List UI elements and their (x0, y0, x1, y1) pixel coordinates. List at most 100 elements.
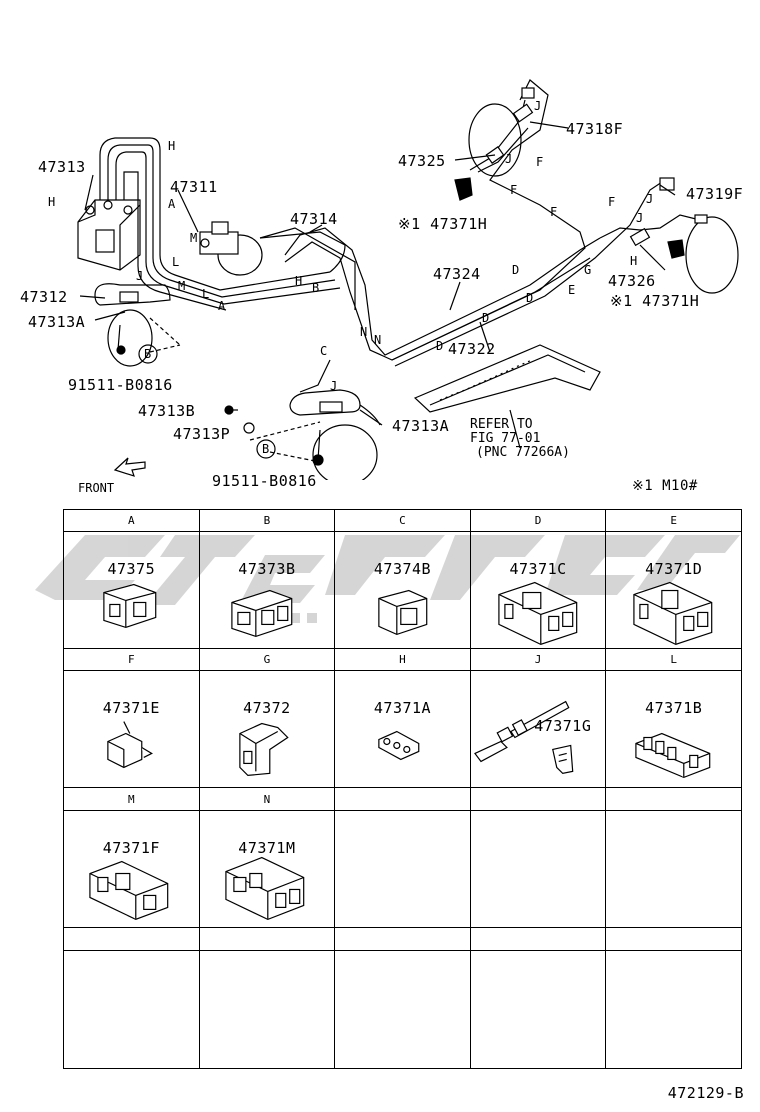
clip-b-icon (230, 590, 292, 638)
clip-letter-cell (469, 926, 607, 951)
part-cell: 47371E (63, 670, 200, 789)
part-cell: 47371C (469, 531, 607, 650)
clip-letter-cell: N (198, 787, 336, 811)
clip-letter-cell: H (334, 648, 471, 672)
empty-cell (198, 949, 336, 1070)
part-label: 47318F (566, 120, 624, 138)
tube-47314 (284, 227, 601, 356)
clip-letter: A (168, 197, 176, 211)
front-arrow-icon (113, 457, 146, 477)
part-number: 47371M (238, 838, 296, 857)
part-label: 91511-B0816 (68, 376, 173, 394)
clip-letter: H (168, 139, 176, 153)
clip-letter-cell: G (198, 648, 336, 672)
clip-letter: A (218, 299, 226, 313)
clip-letter: J (330, 379, 338, 393)
clip-letter: L (172, 255, 180, 269)
part-cell: 47371G (469, 670, 607, 789)
clip-c-icon (378, 590, 428, 636)
part-cell: 47371D (605, 531, 742, 650)
clip-letter-cell: M (63, 787, 200, 811)
callout-letter: B (144, 347, 152, 361)
part-number: 47373B (238, 560, 296, 579)
part-label: 47313A (392, 417, 450, 435)
part-label: 47313 (38, 158, 86, 176)
clip-e-icon (633, 582, 713, 646)
part-label: 47313P (173, 425, 231, 443)
clip-letter: B (312, 281, 320, 295)
rear-right-wheel-icon (685, 216, 739, 294)
clip-letter-cell: F (63, 648, 200, 672)
floor-tunnel-icon (413, 344, 601, 413)
table-row: 47371F 47371M (63, 809, 742, 928)
table-header-row: F G H J L (63, 648, 742, 672)
table-row: 47375 47373B 47374B 47371C 47371D (63, 531, 742, 650)
brake-line-diagram (77, 79, 739, 480)
part-label: 47314 (290, 210, 338, 228)
empty-cell (334, 809, 471, 928)
table-header-row: A B C D E (63, 508, 742, 533)
part-label: 47319F (686, 185, 744, 203)
clip-g-icon (238, 723, 289, 777)
clip-letter-cell: J (469, 648, 607, 672)
clip-letter-cell (334, 787, 471, 811)
clip-letter-cell: E (605, 508, 742, 533)
part-label: ※1 47371H (610, 292, 700, 310)
clip-letter-cell: L (605, 648, 742, 672)
clip-f-icon (107, 721, 153, 769)
empty-cell (605, 809, 742, 928)
clip-a-icon (103, 584, 157, 629)
part-cell: 47371A (334, 670, 471, 789)
part-cell: 47371F (63, 809, 200, 928)
clip-n-icon (224, 856, 304, 920)
clip-letter: J (534, 99, 542, 113)
clip-letter: L (202, 287, 210, 301)
clip-letter: F (536, 155, 544, 169)
part-label: ※1 47371H (398, 215, 488, 233)
part-cell: 47375 (63, 531, 200, 650)
part-cell: 47371M (198, 809, 336, 928)
front-label: FRONT (78, 481, 115, 495)
part-number: 47371C (509, 560, 567, 579)
clip-letter-cell (334, 926, 471, 951)
part-number: 47372 (243, 699, 291, 718)
refer-note: FIG 77-01 (470, 431, 541, 446)
part-number: 47371E (102, 699, 160, 718)
part-label: 47326 (608, 272, 656, 290)
clip-j-icon (473, 701, 574, 775)
part-cell: 47371B (605, 670, 742, 789)
clip-letter-cell: A (63, 508, 200, 533)
clip-letter: N (374, 333, 382, 347)
part-label: 47313B (138, 402, 196, 420)
note-text: ※1 M10# (632, 478, 698, 494)
clip-letter-cell: C (334, 508, 471, 533)
clip-l-icon (635, 733, 711, 779)
part-label: 47322 (448, 340, 496, 358)
clip-parts-table: A B C D E 47375 47373B 47374B 47371C (63, 508, 742, 1070)
clip-letter-cell (63, 926, 200, 951)
refer-note: (PNC 77266A) (476, 445, 570, 460)
empty-cell (605, 949, 742, 1070)
part-number: 47375 (107, 560, 156, 579)
refer-note: REFER TO (470, 417, 533, 432)
clip-letter: M (190, 231, 198, 245)
part-number: 47371G (534, 717, 592, 736)
clip-letter: F (608, 195, 616, 209)
abs-actuator-icon (77, 199, 141, 271)
clip-letter: G (584, 263, 592, 277)
empty-cell (469, 809, 607, 928)
clip-letter: J (136, 269, 144, 283)
clip-letter: D (526, 291, 534, 305)
table-header-row (63, 926, 742, 951)
part-label: 47313A (28, 313, 86, 331)
brake-tube-bundle (99, 137, 356, 311)
empty-cell (469, 949, 607, 1070)
flex-hose-front (94, 283, 171, 306)
figure-code: 472129-B (667, 1084, 744, 1102)
clip-letter: H (630, 254, 638, 268)
clip-letter: N (360, 325, 368, 339)
table-row: 47371E 47372 47371A 47371G 47371B (63, 670, 742, 789)
clip-letter: E (568, 283, 576, 297)
part-cell: 47372 (198, 670, 336, 789)
clip-letter: D (512, 263, 520, 277)
